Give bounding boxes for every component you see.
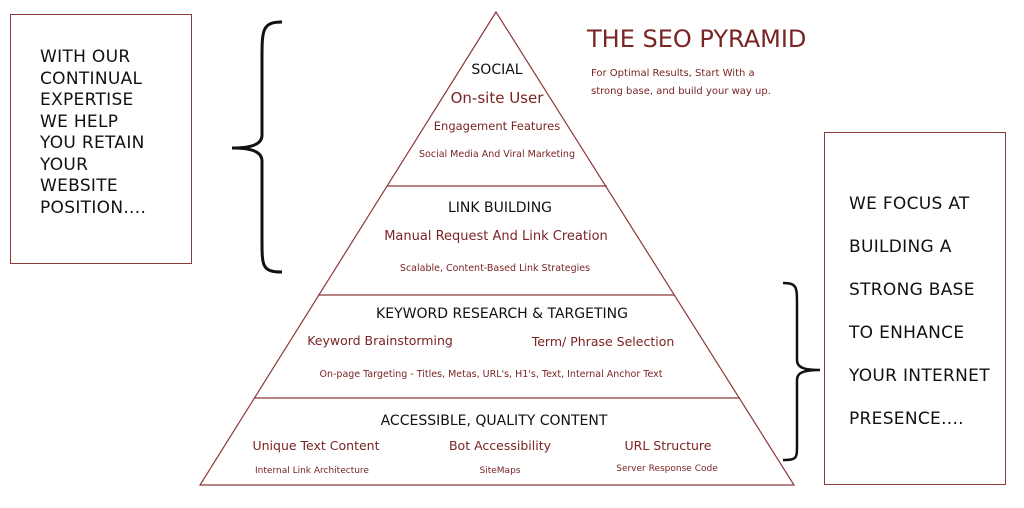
content-heading: ACCESSIBLE, QUALITY CONTENT — [381, 413, 608, 429]
right-brace-icon — [782, 281, 821, 462]
social-line: Engagement Features — [434, 119, 560, 133]
left-callout-text: WITH OUR CONTINUAL EXPERTISE WE HELP YOU… — [40, 47, 147, 218]
link-building-heading: LINK BUILDING — [448, 200, 552, 216]
link-building-line: Scalable, Content-Based Link Strategies — [400, 263, 590, 274]
social-heading: SOCIAL — [471, 62, 522, 78]
left-callout-box: WITH OUR CONTINUAL EXPERTISE WE HELP YOU… — [10, 14, 192, 264]
right-callout-box: WE FOCUS AT BUILDING A STRONG BASE TO EN… — [824, 132, 1006, 485]
pyramid-outline — [198, 10, 796, 486]
page-title: THE SEO PYRAMID — [586, 25, 806, 53]
subtitle-line: For Optimal Results, Start With a — [591, 68, 755, 79]
content-item: Unique Text Content — [252, 438, 379, 453]
content-item: URL Structure — [625, 438, 712, 453]
content-subitem: Internal Link Architecture — [255, 466, 369, 476]
right-callout-text: WE FOCUS AT BUILDING A STRONG BASE TO EN… — [849, 194, 990, 429]
content-subitem: Server Response Code — [616, 464, 718, 474]
content-subitem: SiteMaps — [480, 466, 521, 476]
link-building-line: Manual Request And Link Creation — [384, 229, 608, 244]
keyword-item: Keyword Brainstorming — [307, 333, 453, 348]
keyword-item: Term/ Phrase Selection — [531, 334, 675, 349]
subtitle-line: strong base, and build your way up. — [591, 86, 771, 97]
keyword-line: On-page Targeting - Titles, Metas, URL's… — [320, 369, 663, 380]
keyword-heading: KEYWORD RESEARCH & TARGETING — [376, 306, 628, 322]
left-brace-icon — [231, 20, 283, 274]
social-line: On-site User — [451, 89, 545, 107]
content-item: Bot Accessibility — [449, 438, 552, 453]
social-line: Social Media And Viral Marketing — [419, 149, 575, 160]
